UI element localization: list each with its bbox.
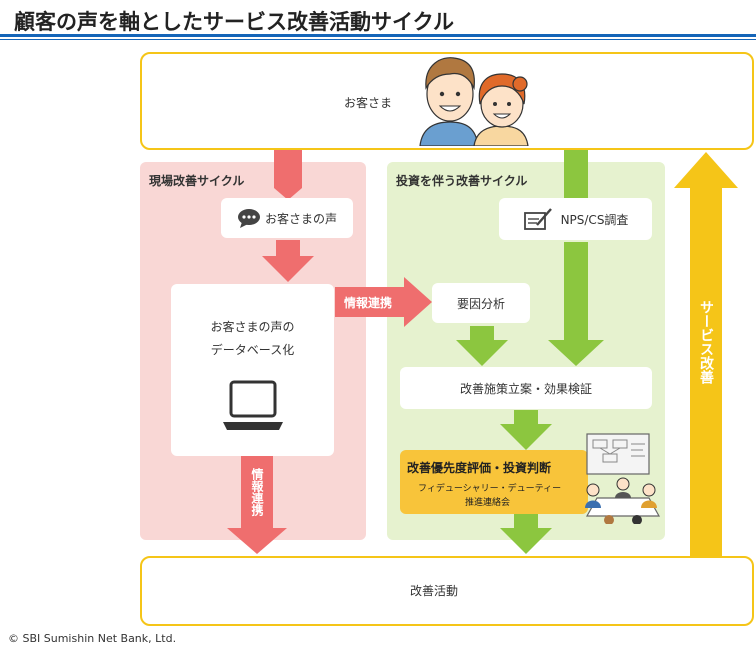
- service-improvement-label: サービス改善: [698, 300, 714, 384]
- green-arrow-factor-to-plan: [456, 326, 508, 366]
- customer-voice-box: お客さまの声: [221, 198, 353, 238]
- green-arrow-priority-to-activity: [500, 514, 552, 554]
- red-arrow-info-link-down: [227, 456, 287, 554]
- factor-analysis-label: 要因分析: [456, 296, 505, 311]
- chat-bubble-icon: [237, 209, 260, 228]
- title-rule-thin: [0, 39, 756, 40]
- priority-title: 改善優先度評価・投資判断: [407, 461, 552, 475]
- survey-form-icon: [523, 208, 552, 230]
- red-arrow-voice-to-database: [262, 240, 314, 282]
- green-bar-customer-to-survey: [564, 150, 588, 198]
- database-line2: データベース化: [210, 343, 295, 357]
- measure-planning-box: 改善施策立案・効果検証: [400, 367, 652, 409]
- voice-database-box: お客さまの声の データベース化: [171, 284, 334, 456]
- database-line1: お客さまの声の: [210, 320, 295, 334]
- title-rule: [0, 34, 756, 37]
- copyright-text: © SBI Sumishin Net Bank, Ltd.: [8, 632, 177, 645]
- customer-label: お客さま: [344, 96, 393, 110]
- info-link-vertical-label: 情報連携: [250, 468, 264, 516]
- red-arrow-info-link: [335, 277, 432, 327]
- priority-subtitle-1: フィデューシャリー・デューティー: [418, 484, 562, 494]
- left-cycle-title: 現場改善サイクル: [149, 174, 245, 188]
- red-arrow-customer-to-voice: [274, 150, 302, 200]
- laptop-icon: [222, 380, 283, 430]
- green-arrow-plan-to-priority: [500, 410, 552, 450]
- right-cycle-title: 投資を伴う改善サイクル: [396, 174, 528, 188]
- measure-planning-label: 改善施策立案・効果検証: [459, 381, 592, 396]
- survey-box: NPS/CS調査: [499, 198, 652, 240]
- improvement-activity-label: 改善活動: [410, 584, 459, 598]
- page-title: 顧客の声を軸としたサービス改善活動サイクル: [14, 10, 454, 34]
- meeting-illustration: [585, 433, 661, 524]
- customer-voice-label: お客さまの声: [264, 211, 337, 226]
- green-arrow-survey-to-plan: [548, 242, 604, 366]
- priority-subtitle-2: 推進連絡会: [465, 498, 511, 508]
- survey-label: NPS/CS調査: [560, 212, 629, 227]
- factor-analysis-box: 要因分析: [432, 283, 530, 323]
- priority-evaluation-box: [400, 450, 588, 514]
- yellow-arrow-service-improvement: [674, 152, 738, 556]
- customers-illustration: [419, 57, 529, 146]
- improvement-activity-box: [140, 556, 754, 626]
- info-link-horizontal-label: 情報連携: [344, 296, 393, 310]
